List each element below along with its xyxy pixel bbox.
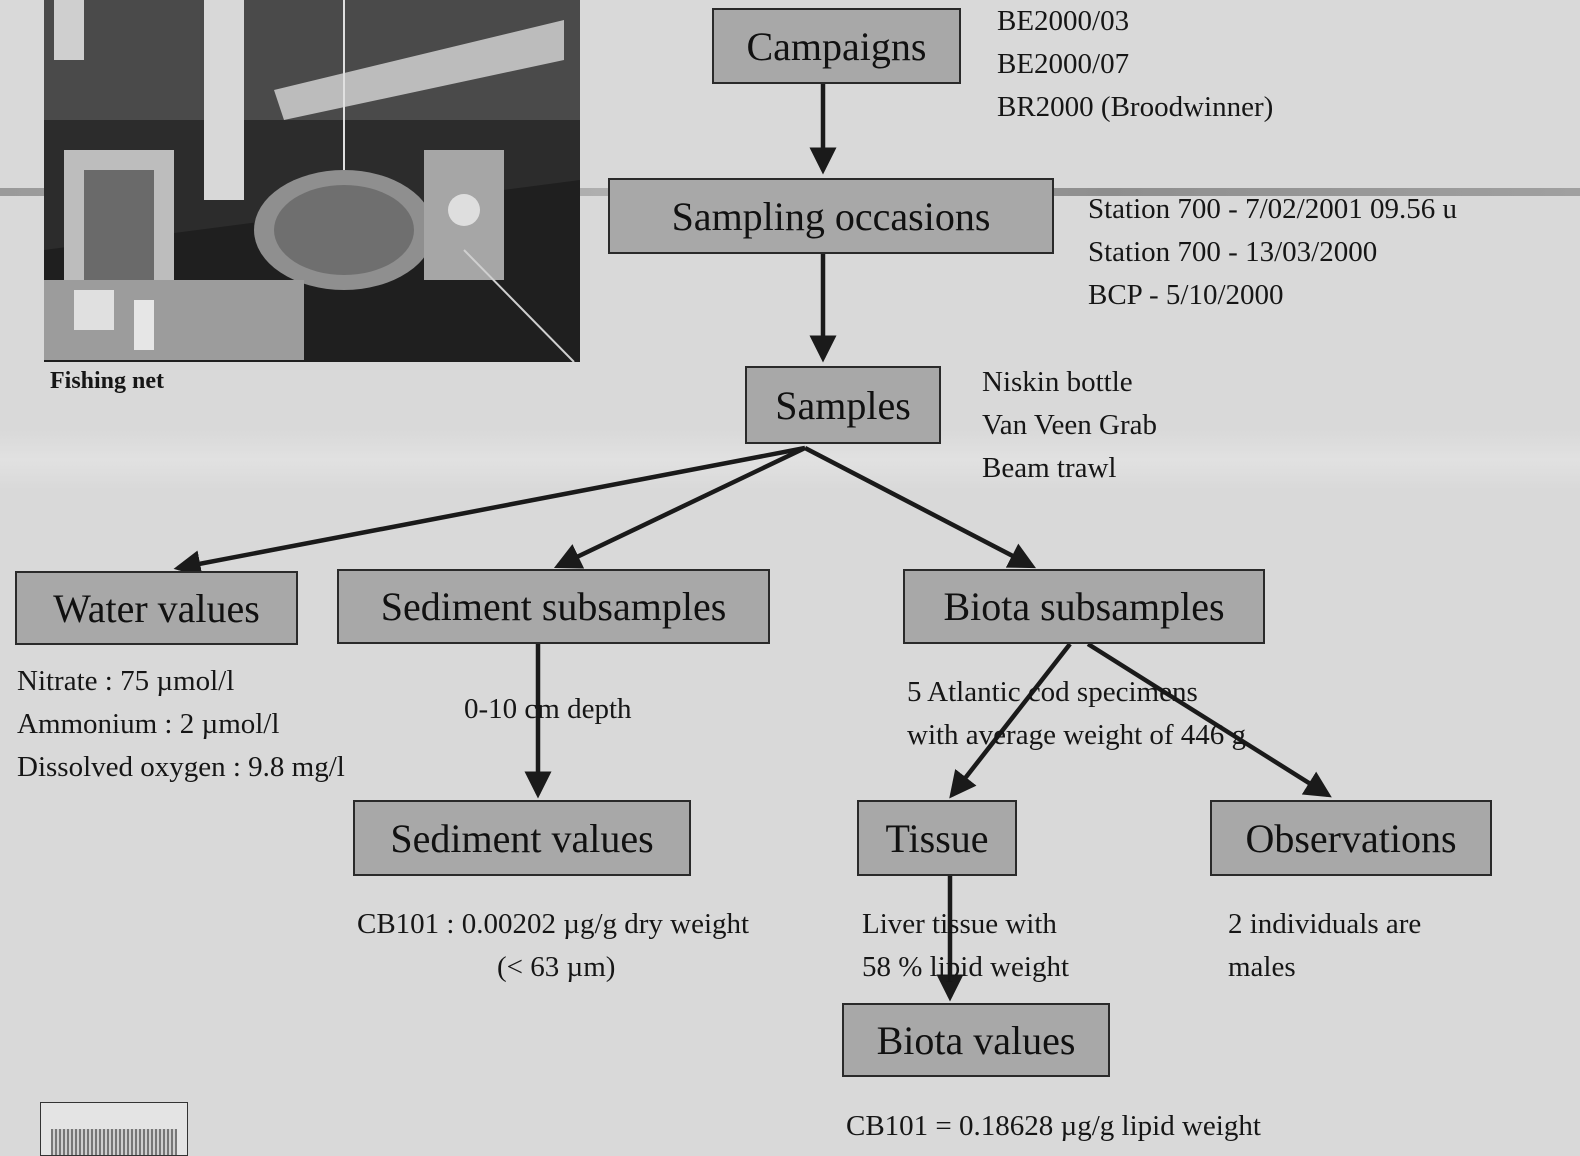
observations-note: 2 individuals are males <box>1228 903 1421 989</box>
note-line: 5 Atlantic cod specimens <box>907 676 1198 708</box>
logo-image <box>40 1102 188 1156</box>
campaigns-box: Campaigns <box>712 8 961 84</box>
observations-box: Observations <box>1210 800 1492 876</box>
note-line: Ammonium : 2 µmol/l <box>17 708 280 740</box>
note-line: Station 700 - 7/02/2001 09.56 u <box>1088 193 1457 225</box>
biota-values-note: CB101 = 0.18628 µg/g lipid weight <box>846 1110 1261 1142</box>
sediment-values-note: CB101 : 0.00202 µg/g dry weight (< 63 µm… <box>357 903 749 989</box>
tissue-note: Liver tissue with 58 % lipid weight <box>862 903 1069 989</box>
note-line: males <box>1228 951 1296 983</box>
samples-box: Samples <box>745 366 941 444</box>
sampling-occasions-note: Station 700 - 7/02/2001 09.56 u Station … <box>1088 188 1457 317</box>
note-line: Station 700 - 13/03/2000 <box>1088 236 1378 268</box>
biota-subsamples-box: Biota subsamples <box>903 569 1265 644</box>
sampling-occasions-box: Sampling occasions <box>608 178 1054 254</box>
note-line: CB101 : 0.00202 µg/g dry weight <box>357 908 750 940</box>
note-line: Beam trawl <box>982 452 1117 484</box>
water-values-note: Nitrate : 75 µmol/l Ammonium : 2 µmol/l … <box>17 660 345 789</box>
note-line: Nitrate : 75 µmol/l <box>17 665 235 697</box>
note-line: Dissolved oxygen : 9.8 mg/l <box>17 751 345 783</box>
biota-values-box: Biota values <box>842 1003 1110 1077</box>
arrow-samples-to-sediment <box>553 445 806 569</box>
photo-caption: Fishing net <box>50 368 165 394</box>
note-line: Niskin bottle <box>982 366 1133 398</box>
arrow-samples-to-water <box>173 445 806 578</box>
biota-subsamples-note: 5 Atlantic cod specimens with average we… <box>907 671 1246 757</box>
note-line: (< 63 µm) <box>497 951 616 983</box>
note-line: BE2000/07 <box>997 48 1130 80</box>
note-line: Van Veen Grab <box>982 409 1158 441</box>
fishing-net-photo <box>44 0 580 362</box>
tissue-box: Tissue <box>857 800 1017 876</box>
note-line: 58 % lipid weight <box>862 951 1070 983</box>
note-line: BCP - 5/10/2000 <box>1088 279 1284 311</box>
note-line: 2 individuals are <box>1228 908 1422 940</box>
note-line: with average weight of 446 g <box>907 719 1247 751</box>
water-values-box: Water values <box>15 571 298 645</box>
note-line: Liver tissue with <box>862 908 1057 940</box>
samples-note: Niskin bottle Van Veen Grab Beam trawl <box>982 361 1157 490</box>
sediment-subsamples-box: Sediment subsamples <box>337 569 770 644</box>
note-line: BR2000 (Broodwinner) <box>997 91 1274 123</box>
sediment-subsamples-note: 0-10 cm depth <box>464 693 632 725</box>
sediment-values-box: Sediment values <box>353 800 691 876</box>
note-line: BE2000/03 <box>997 5 1130 37</box>
campaigns-note: BE2000/03 BE2000/07 BR2000 (Broodwinner) <box>997 0 1273 129</box>
